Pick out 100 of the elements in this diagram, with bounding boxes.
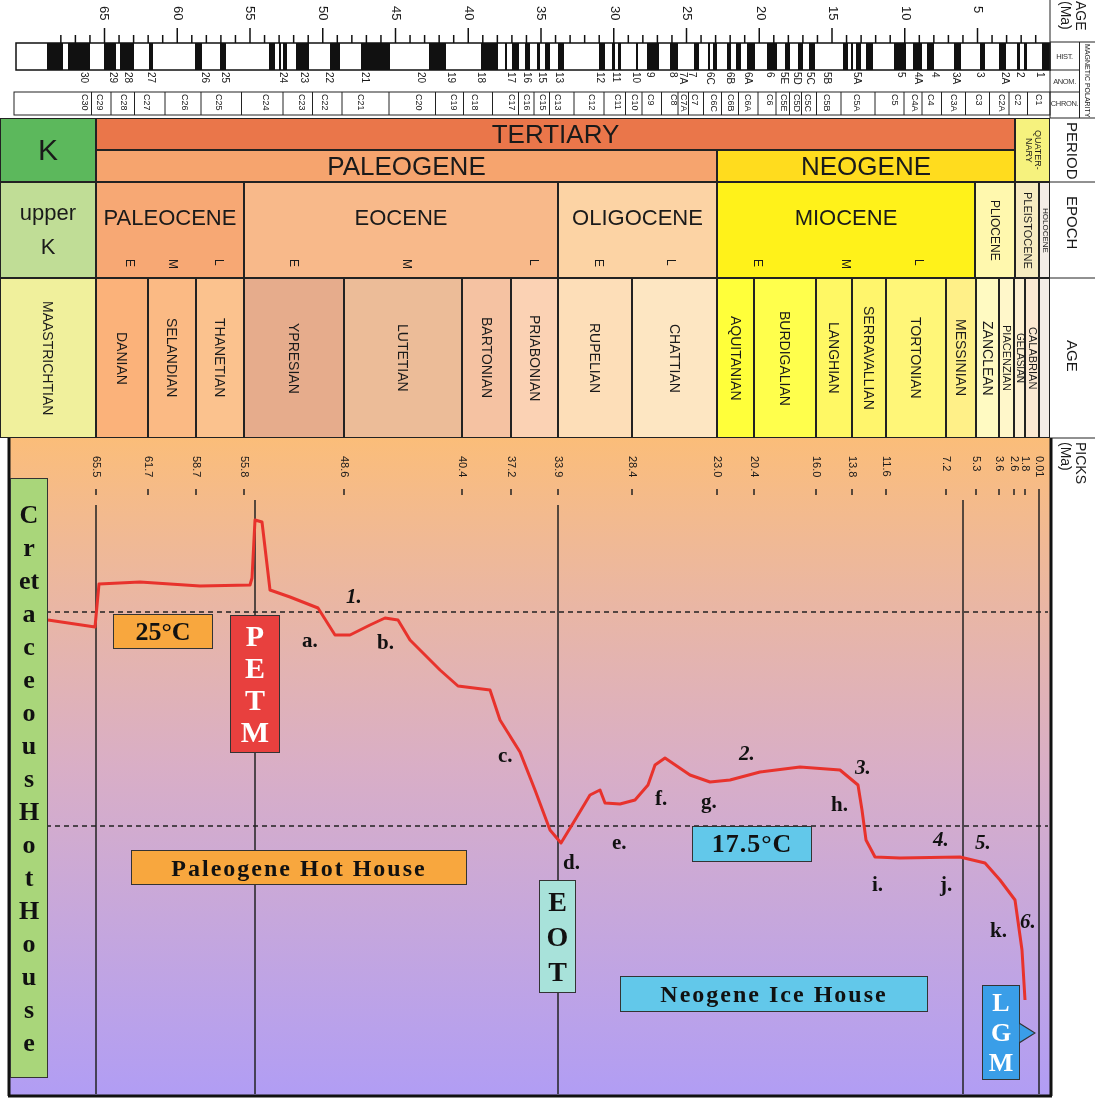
age-scale-number: 45 bbox=[389, 6, 403, 21]
box-label: 25°C bbox=[135, 618, 191, 645]
chron-label: C25 bbox=[213, 94, 223, 111]
chron-label: C6A bbox=[742, 94, 752, 112]
curve-marker-label: 4. bbox=[933, 829, 949, 850]
pick-age: 58.7 bbox=[190, 456, 202, 478]
stage-name: THANETIAN bbox=[213, 318, 227, 398]
pick-age: 1.8 bbox=[1019, 456, 1031, 472]
stage-name: AQUITANIAN bbox=[728, 315, 743, 401]
anomaly-number: 19 bbox=[446, 72, 456, 84]
anomaly-number: 20 bbox=[416, 72, 426, 84]
anomaly-number: 7A bbox=[678, 72, 688, 85]
box-label: Cretaceous Hot House bbox=[20, 498, 38, 1059]
anomaly-number: 6A bbox=[743, 72, 753, 85]
anomaly-number: 16 bbox=[522, 72, 532, 84]
stage-cell bbox=[816, 278, 852, 438]
anomaly-number: 5E bbox=[779, 72, 789, 85]
age-scale-number: 35 bbox=[534, 6, 548, 21]
chron-label: C19 bbox=[448, 94, 458, 111]
pick-age: 55.8 bbox=[238, 456, 250, 478]
epoch-cell bbox=[558, 182, 717, 278]
chron-label: C30 bbox=[79, 94, 89, 111]
epoch-cell bbox=[1015, 182, 1039, 278]
epoch-name: MIOCENE bbox=[793, 207, 899, 229]
pick-age: 13.8 bbox=[846, 456, 858, 478]
stage-cell bbox=[976, 278, 999, 438]
stage-cell bbox=[344, 278, 462, 438]
chron-label: C2 bbox=[1012, 94, 1022, 106]
stage-name: CALABRIAN bbox=[1026, 326, 1038, 390]
stage-name: LUTETIAN bbox=[396, 324, 410, 392]
curve-marker-label: h. bbox=[831, 794, 848, 815]
stage-cell bbox=[886, 278, 946, 438]
anomaly-number: 25 bbox=[220, 72, 230, 84]
row-title: PERIOD bbox=[1064, 122, 1080, 180]
pick-age: 3.6 bbox=[993, 456, 1005, 472]
chron-label: C16 bbox=[521, 94, 531, 111]
chron-label: C9 bbox=[645, 94, 655, 106]
stage-name: BARTONIAN bbox=[479, 317, 494, 399]
subdivision-label: E bbox=[288, 259, 300, 267]
chron-label: C7A bbox=[678, 94, 688, 112]
age-scale-number: 15 bbox=[826, 6, 840, 21]
anomaly-number: 6B bbox=[725, 72, 735, 85]
stage-cell bbox=[946, 278, 976, 438]
stage-cell bbox=[462, 278, 511, 438]
stage-name: YPRESIAN bbox=[287, 322, 301, 394]
chron-label: C5C bbox=[802, 94, 812, 112]
box-label: Neogene Ice House bbox=[660, 982, 888, 1006]
anomaly-number: 5D bbox=[792, 72, 802, 85]
chron-label: C4A bbox=[909, 94, 919, 112]
label-box bbox=[620, 976, 928, 1012]
label-box bbox=[131, 850, 467, 885]
pick-age: 23.0 bbox=[711, 456, 723, 478]
age-scale-number: 30 bbox=[608, 6, 622, 21]
anomaly-number: 8 bbox=[668, 72, 678, 78]
epoch-name: PALEOCENE bbox=[102, 207, 238, 229]
age-scale-number: 55 bbox=[243, 6, 257, 21]
epoch-cell bbox=[975, 182, 1015, 278]
chron-label: C6C bbox=[708, 94, 718, 112]
stage-name: BURDIGALIAN bbox=[778, 310, 792, 406]
anomaly-number: 4 bbox=[930, 72, 940, 78]
chron-label: C24 bbox=[260, 94, 270, 111]
chron-label: C12 bbox=[586, 94, 596, 111]
anomaly-number: 29 bbox=[108, 72, 118, 84]
stage-name: RUPELIAN bbox=[588, 323, 602, 393]
pick-age: 20.4 bbox=[748, 456, 760, 478]
pick-age: 40.4 bbox=[456, 456, 468, 478]
chron-label: C23 bbox=[296, 94, 306, 111]
chron-label: C13 bbox=[552, 94, 562, 111]
epoch-cell bbox=[1015, 118, 1050, 182]
pick-age: 37.2 bbox=[505, 456, 517, 478]
stage-name: SELANDIAN bbox=[165, 318, 179, 398]
anomaly-number: 1 bbox=[1035, 72, 1045, 78]
label-box bbox=[539, 880, 576, 993]
stage-name: ZANCLEAN bbox=[980, 320, 995, 396]
box-label: 17.5°C bbox=[711, 831, 793, 857]
row-title: AGE bbox=[1064, 340, 1080, 372]
chron-label: C22 bbox=[319, 94, 329, 111]
curve-marker-label: a. bbox=[302, 630, 318, 651]
anomaly-number: 30 bbox=[79, 72, 89, 84]
subdivision-label: M bbox=[840, 259, 852, 269]
chron-label: C18 bbox=[469, 94, 479, 111]
chron-label: C21 bbox=[355, 94, 365, 111]
subdivision-label: M bbox=[401, 259, 413, 269]
curve-marker-label: e. bbox=[612, 832, 627, 853]
stage-cell bbox=[852, 278, 886, 438]
anomaly-number: 27 bbox=[146, 72, 156, 84]
anomaly-number: 23 bbox=[299, 72, 309, 84]
anomaly-number: 5C bbox=[805, 72, 815, 85]
anomaly-number: 3 bbox=[975, 72, 985, 78]
curve-marker-label: 1. bbox=[346, 586, 362, 607]
chron-label: C28 bbox=[118, 94, 128, 111]
age-scale-number: 50 bbox=[316, 6, 330, 21]
chron-label: C20 bbox=[413, 94, 423, 111]
anomaly-number: 15 bbox=[537, 72, 547, 84]
anomaly-number: 18 bbox=[476, 72, 486, 84]
pick-age: 7.2 bbox=[940, 456, 952, 472]
chron-label: C17 bbox=[506, 94, 516, 111]
anomaly-number: 7 bbox=[687, 72, 697, 78]
anomaly-number: 9 bbox=[645, 72, 655, 78]
epoch-cell bbox=[717, 182, 975, 278]
